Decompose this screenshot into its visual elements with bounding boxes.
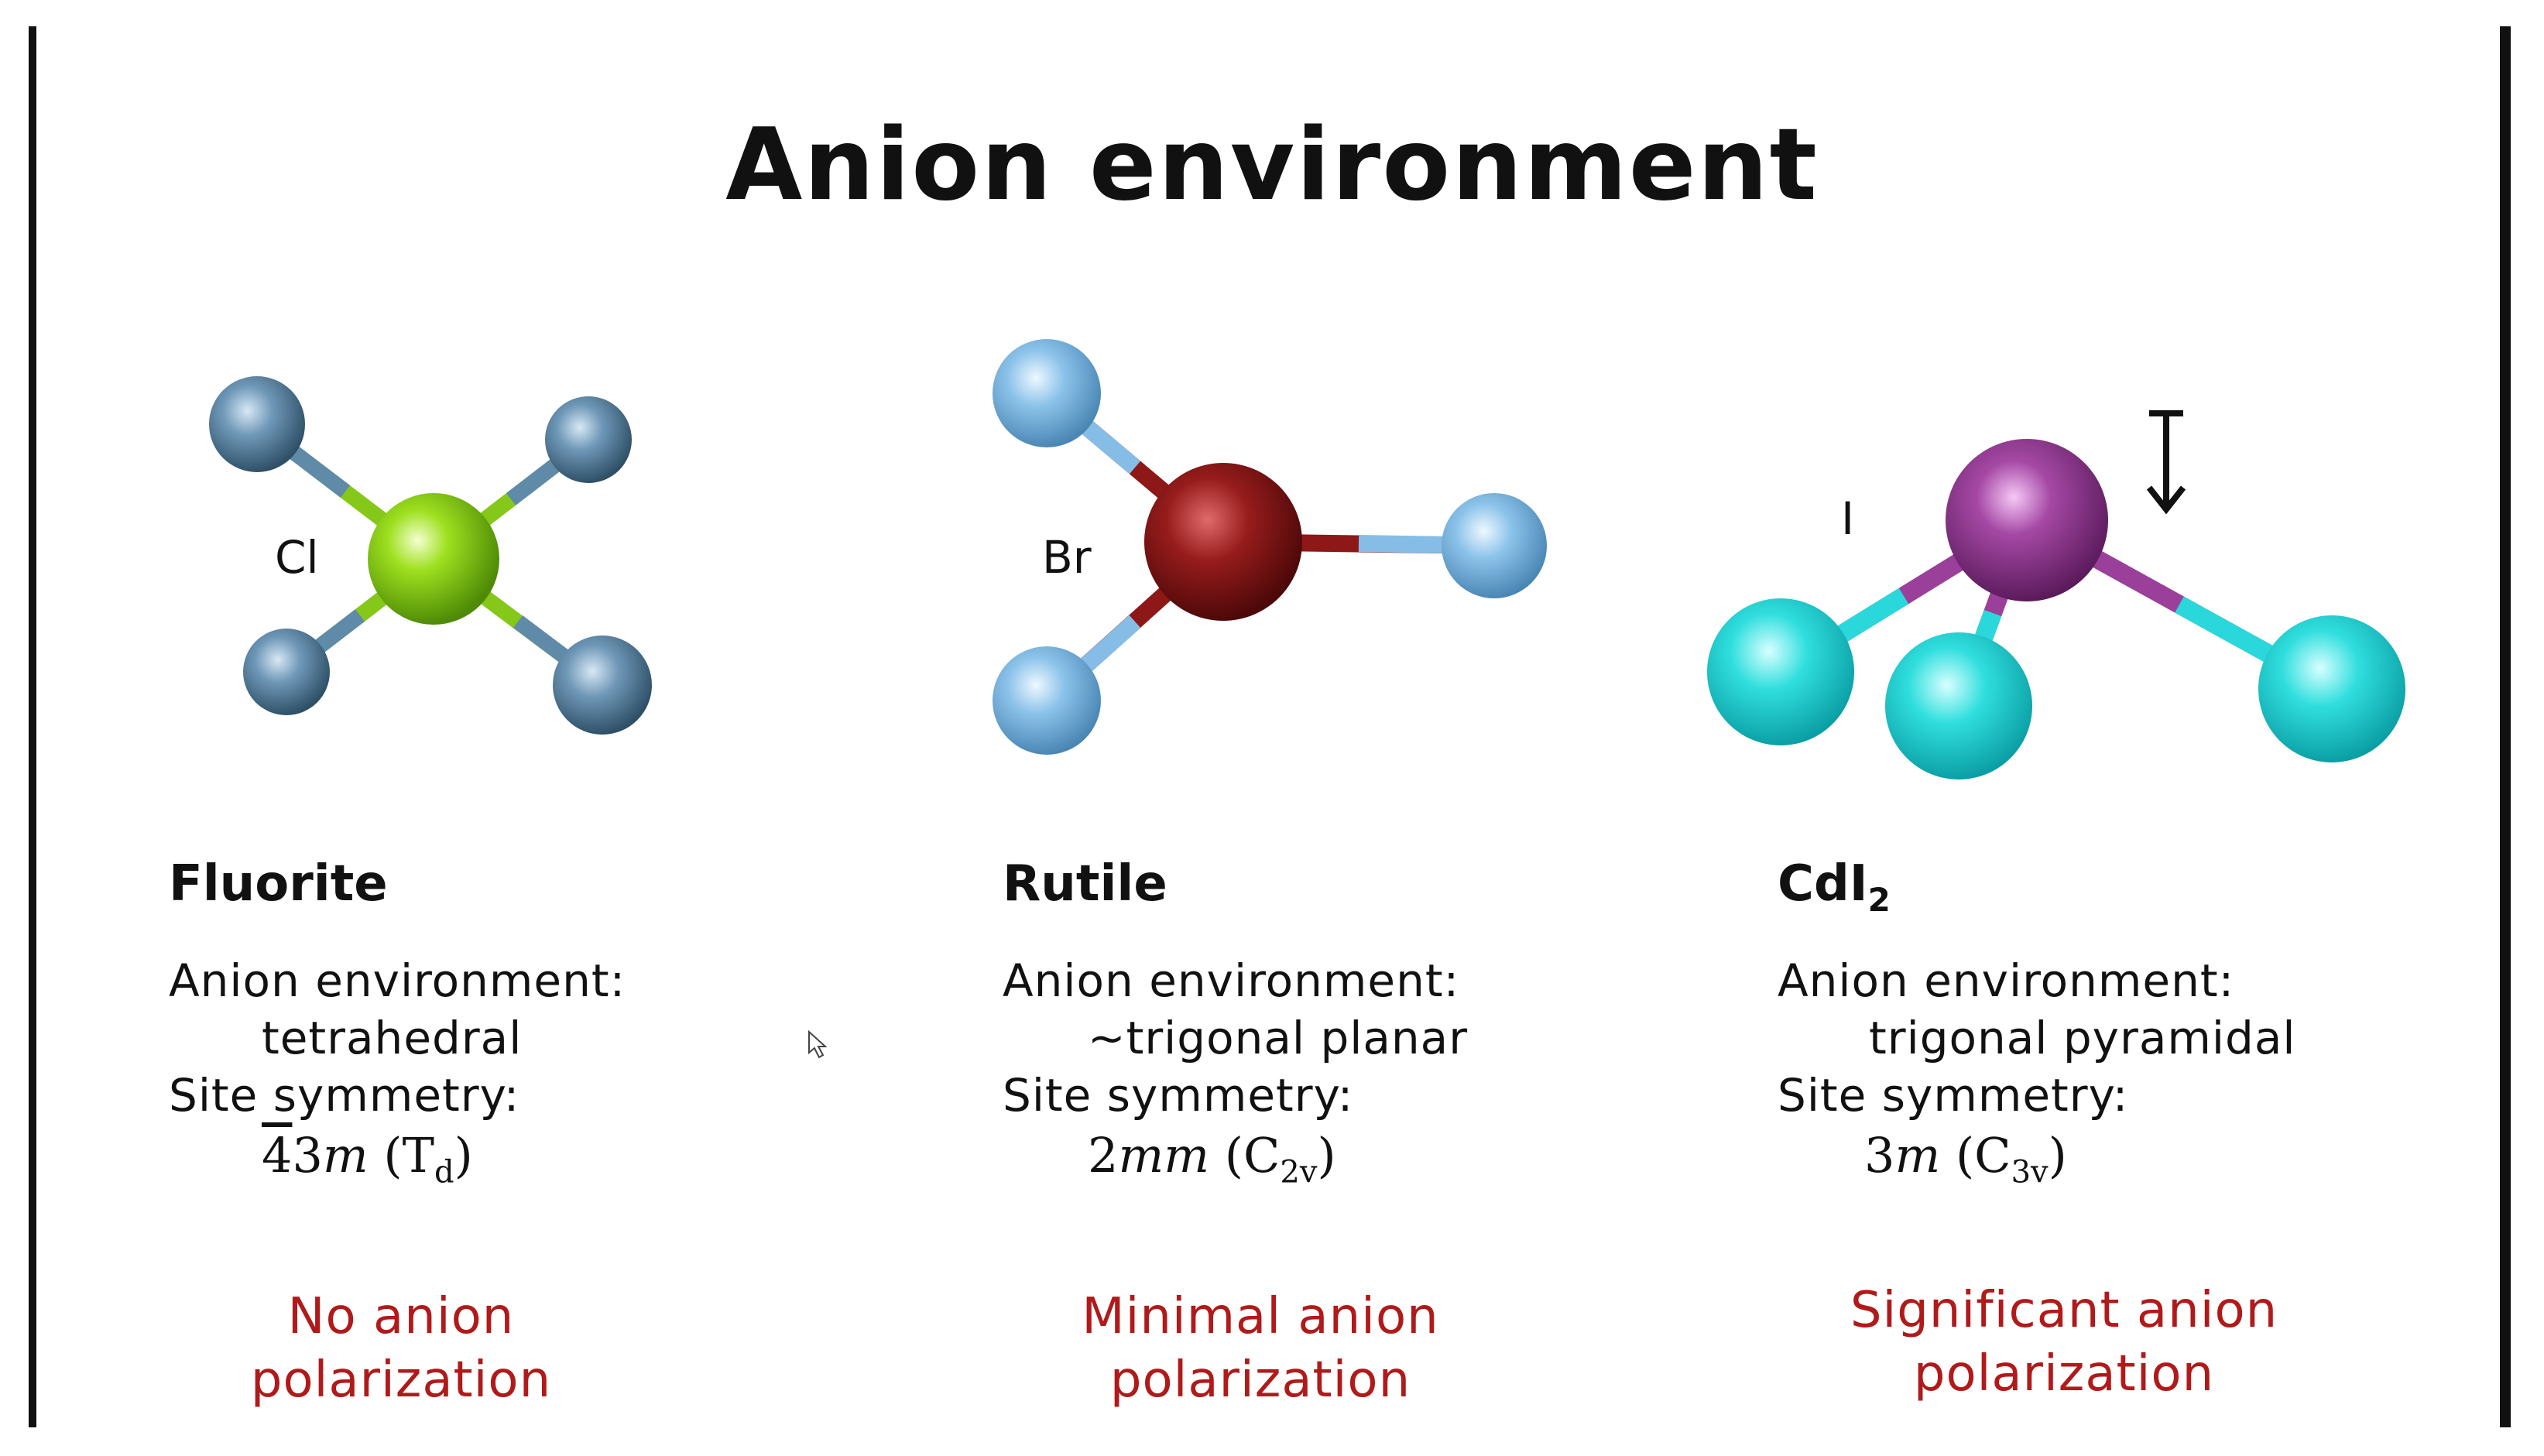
structure-name: CdI2 — [1778, 859, 2474, 916]
left-border-line — [29, 26, 36, 1427]
fluorine-atom-upper-right — [545, 396, 632, 483]
fluorite-atom-label: Cl — [275, 531, 319, 584]
cdi2-polarization-note: Significant anion polarization — [1716, 1279, 2412, 1406]
note-line-1: No anion — [287, 1288, 515, 1345]
ligand-atom-left — [1707, 598, 1854, 745]
site-symmetry-value: 2mm (C2v) — [1088, 1127, 1336, 1190]
schoenflies-subscript: 3v — [2011, 1154, 2049, 1190]
environment-label: Anion environment: — [1003, 954, 1460, 1007]
schoenflies-symbol: C — [1974, 1127, 2011, 1184]
hm-mirror: m — [322, 1127, 369, 1184]
site-symmetry-value: 3m (C3v) — [1864, 1127, 2067, 1190]
right-border-line — [2500, 26, 2511, 1427]
note-line-2: polarization — [1913, 1345, 2215, 1403]
hm-mirror: mm — [1118, 1127, 1210, 1184]
ligand-atom-right — [1442, 493, 1547, 598]
hm-digit: 3 — [292, 1127, 323, 1184]
environment-value: ~trigonal planar — [1088, 1012, 1469, 1064]
hm-digit: 3 — [1864, 1127, 1895, 1184]
schoenflies-subscript: d — [434, 1154, 454, 1190]
bromine-center-atom — [1144, 463, 1302, 621]
ligand-atom-lower — [993, 646, 1101, 755]
structure-name-main: CdI — [1778, 855, 1868, 913]
environment-label: Anion environment: — [1778, 954, 2235, 1007]
page-title: Anion environment — [725, 108, 1819, 223]
rutile-polarization-note: Minimal anion polarization — [912, 1285, 1609, 1412]
note-line-1: Minimal anion — [1082, 1288, 1439, 1345]
structure-name: Rutile — [1003, 855, 1167, 913]
iodine-center-atom — [1946, 439, 2108, 601]
polarization-arrow-icon — [2146, 410, 2186, 515]
environment-label: Anion environment: — [169, 954, 626, 1007]
fluorite-polarization-note: No anion polarization — [53, 1285, 749, 1412]
fluorine-atom-lower-right — [553, 636, 652, 735]
note-line-2: polarization — [1109, 1352, 1411, 1409]
cdi2-info: CdI2 Anion environment: trigonal pyramid… — [1778, 859, 2474, 1187]
cdi2-molecule: I — [1707, 410, 2405, 779]
fluorine-atom-upper-left — [209, 376, 305, 472]
site-symmetry-value: 43m (Td) — [262, 1127, 473, 1190]
schoenflies-symbol: T — [402, 1127, 434, 1184]
environment-value: tetrahedral — [262, 1012, 523, 1064]
structure-name-subscript: 2 — [1867, 880, 1891, 919]
site-symmetry-label: Site symmetry: — [1003, 1069, 1354, 1122]
fluorite-info: Fluorite Anion environment: tetrahedral … — [169, 859, 866, 1187]
rutile-atom-label: Br — [1042, 531, 1092, 584]
note-line-2: polarization — [250, 1352, 552, 1409]
note-line-1: Significant anion — [1850, 1282, 2278, 1339]
site-symmetry-label: Site symmetry: — [1778, 1069, 2129, 1122]
fluorite-molecule: Cl — [209, 376, 652, 735]
ligand-atom-right — [2258, 615, 2405, 762]
mouse-cursor-icon — [808, 1029, 828, 1059]
environment-value: trigonal pyramidal — [1869, 1012, 2296, 1064]
schoenflies-symbol: C — [1243, 1127, 1281, 1184]
structure-name: Fluorite — [169, 855, 388, 913]
fluorine-atom-lower-left — [243, 629, 330, 715]
hm-bar-digit: 4 — [262, 1127, 293, 1184]
ligand-atom-front — [1885, 632, 2032, 779]
schoenflies-subscript: 2v — [1280, 1154, 1318, 1190]
hm-digit: 2 — [1088, 1127, 1119, 1184]
hm-mirror: m — [1894, 1127, 1941, 1184]
site-symmetry-label: Site symmetry: — [169, 1069, 520, 1122]
cdi2-atom-label: I — [1841, 492, 1854, 545]
rutile-info: Rutile Anion environment: ~trigonal plan… — [1003, 859, 1699, 1187]
rutile-molecule: Br — [993, 339, 1547, 755]
chlorine-center-atom — [368, 493, 499, 625]
ligand-atom-upper — [993, 339, 1101, 447]
